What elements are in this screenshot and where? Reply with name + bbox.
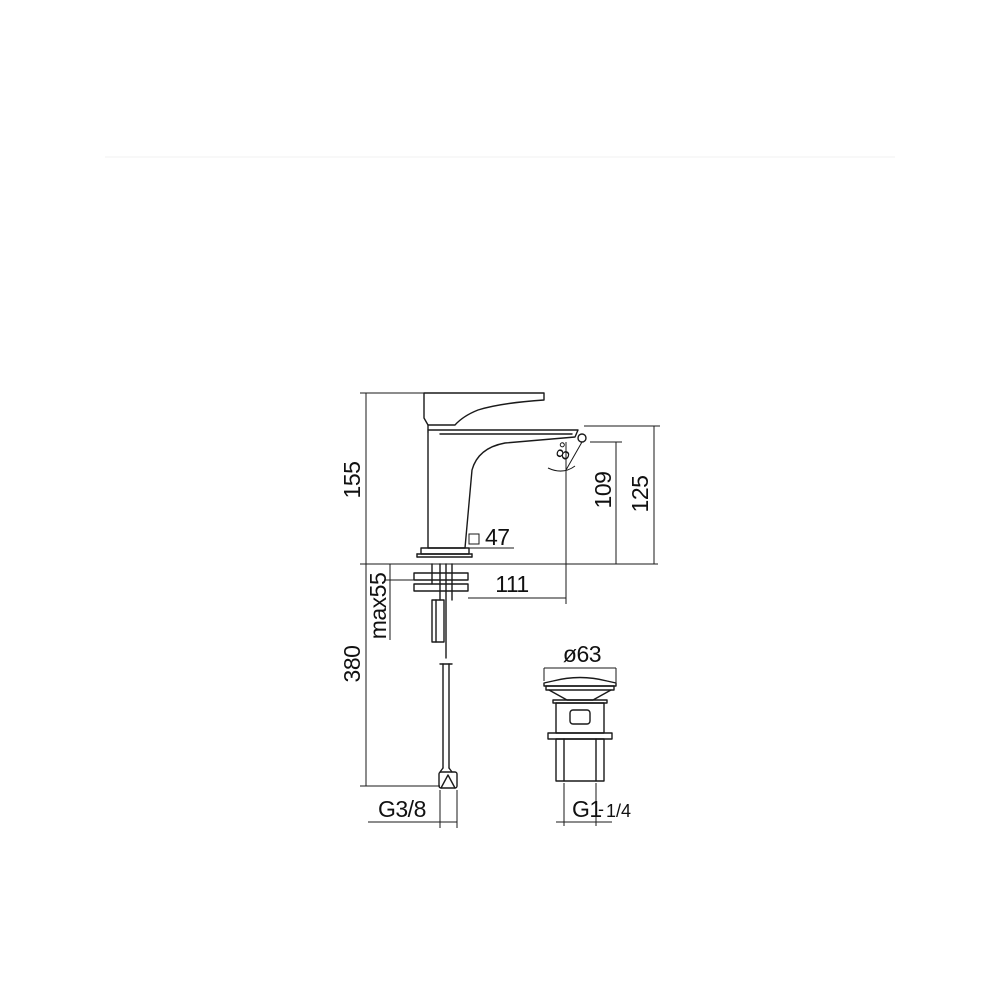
waste-tail	[555, 738, 605, 782]
dim-base-square: 47	[465, 524, 514, 550]
dim-125-label: 125	[627, 476, 653, 513]
faucet-lever	[423, 392, 545, 426]
dim-380-label: 380	[339, 646, 365, 683]
dim-spout-heights: 109 125	[584, 425, 660, 564]
washer-lower	[413, 583, 469, 592]
waste-drawing	[543, 676, 617, 782]
faucet-aerator	[577, 433, 587, 443]
dim-47-label: 47	[485, 524, 510, 550]
faucet-drawing	[416, 392, 587, 558]
washer-upper	[413, 572, 469, 581]
waste-body	[555, 702, 605, 734]
faucet-base	[420, 547, 470, 555]
dim-109-label: 109	[590, 472, 616, 509]
dim-g1-fraction-label: 1/4	[606, 801, 631, 821]
square-symbol	[468, 533, 480, 545]
dim-overall-height: 155	[339, 392, 424, 564]
dim-g38-label: G3/8	[378, 796, 426, 822]
dim-max-thickness: max55	[365, 564, 414, 640]
waste-overflow-slot	[569, 709, 591, 725]
mounting-nut	[431, 599, 445, 643]
faucet-body	[427, 429, 579, 549]
dim-111-label: 111	[495, 571, 528, 597]
dim-hose-thread: G3/8	[368, 790, 458, 828]
dim-hose-length: 380	[339, 564, 440, 787]
mounting-assembly	[413, 563, 469, 789]
dim-155-label: 155	[339, 462, 365, 499]
dim-spout-reach: 111	[468, 442, 567, 604]
dim-g1-label: G1	[572, 796, 602, 822]
hose-connector	[438, 771, 458, 789]
dim-d63-label: ø63	[563, 641, 601, 667]
svg-text:-: -	[598, 799, 604, 819]
dim-waste-diameter: ø63	[543, 641, 617, 683]
dim-angle-label: 8°	[552, 439, 577, 462]
waste-cap	[543, 676, 617, 687]
dim-waste-thread: G1 - 1/4	[556, 783, 631, 826]
dim-max55-label: max55	[365, 573, 391, 640]
dim-spout-angle: 8°	[547, 439, 583, 472]
